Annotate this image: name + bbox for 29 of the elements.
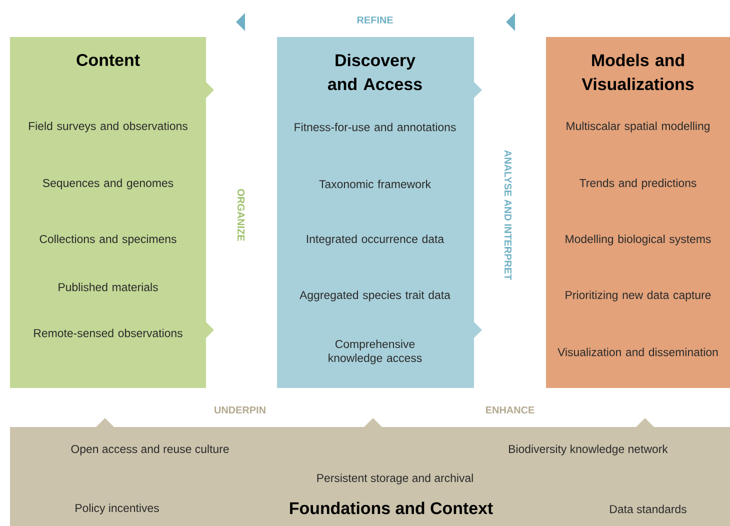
list-item: Field surveys and observations (29, 122, 188, 132)
list-item: Remote-sensed observations (34, 328, 182, 338)
list-item: Aggregated species trait data (300, 290, 450, 302)
column-heading: Models and Visualizations (582, 54, 694, 90)
column-heading: Content (76, 54, 140, 66)
list-item: Comprehensive knowledge access (328, 340, 422, 364)
list-item: Published materials (58, 282, 158, 292)
band-item: Biodiversity knowledge network (509, 444, 668, 456)
process-label: UNDERPIN (214, 406, 266, 414)
band-heading: Foundations and Context (290, 502, 493, 514)
list-item: Visualization and dissemination (558, 348, 718, 356)
list-item: Integrated occurrence data (306, 234, 444, 246)
band-item: Persistent storage and archival (317, 474, 473, 484)
process-label: ENHANCE (486, 406, 534, 414)
process-label: ORGANIZE (237, 189, 245, 241)
list-item: Sequences and genomes (42, 178, 174, 190)
list-item: Prioritizing new data capture (566, 290, 711, 302)
process-label: REFINE (357, 16, 393, 24)
list-item: Multiscalar spatial modelling (566, 122, 710, 132)
band-item: Open access and reuse culture (71, 444, 229, 456)
band-item: Data standards (610, 504, 686, 514)
list-item: Collections and specimens (40, 234, 176, 246)
process-label: ANALYSE AND INTERPRET (504, 150, 512, 280)
column-heading: Discovery and Access (328, 54, 422, 90)
list-item: Trends and predictions (580, 178, 696, 190)
list-item: Taxonomic framework (319, 180, 432, 188)
band-item: Policy incentives (76, 504, 159, 514)
list-item: Fitness-for-use and annotations (294, 122, 456, 132)
list-item: Modelling biological systems (566, 234, 711, 246)
